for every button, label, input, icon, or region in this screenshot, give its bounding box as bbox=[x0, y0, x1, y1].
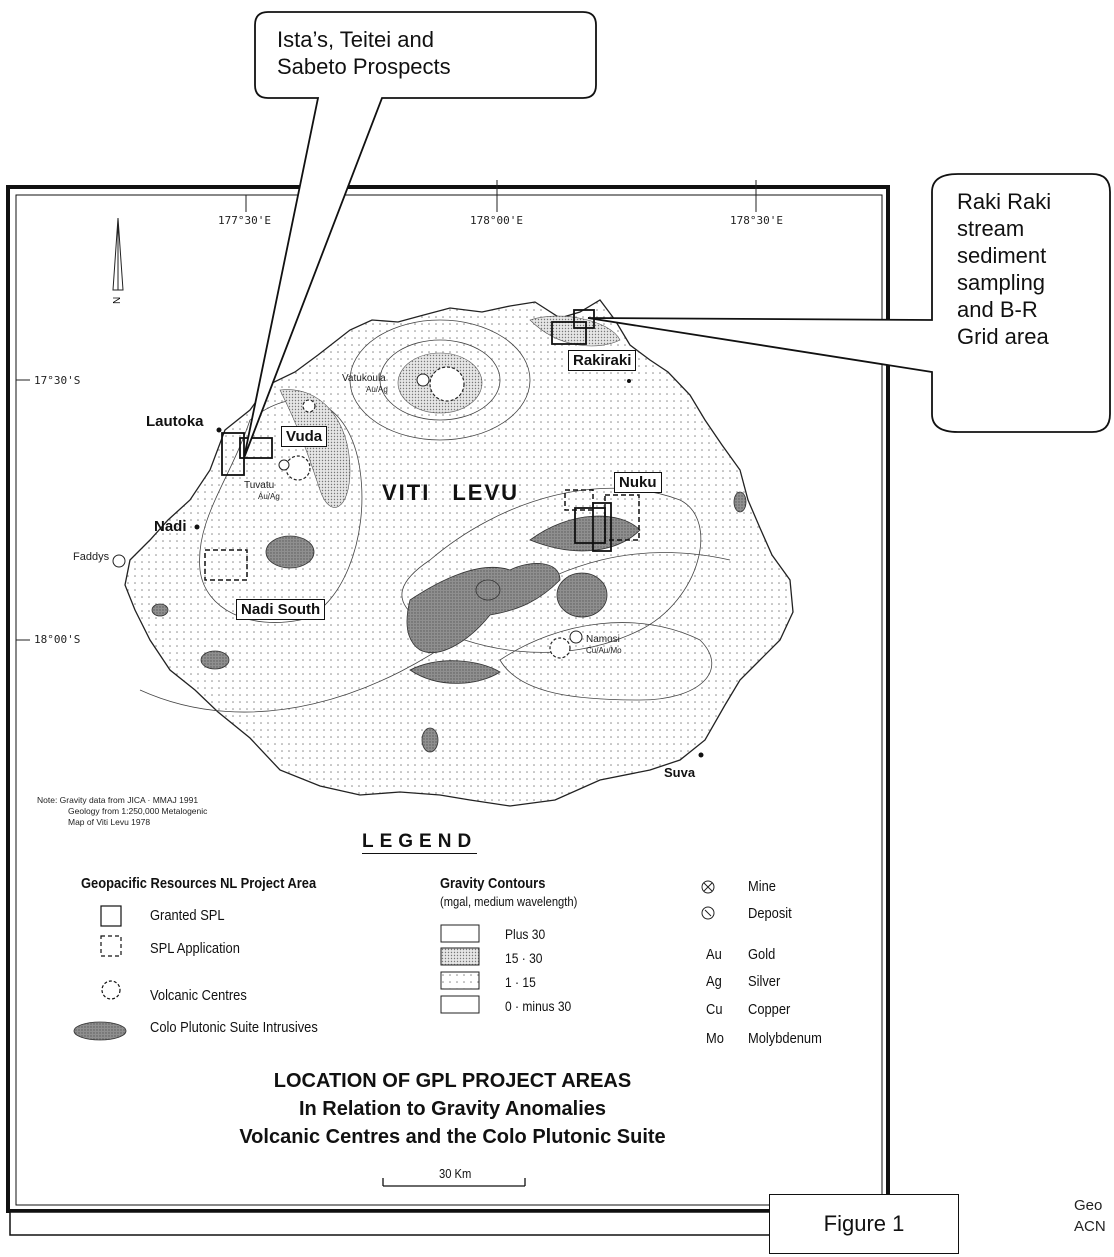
gravity-15-30-zones bbox=[279, 315, 621, 508]
legend-heading: LEGEND bbox=[362, 831, 478, 854]
scale-label: 30 Km bbox=[439, 1166, 472, 1181]
callout-rakiraki-line: sediment bbox=[957, 243, 1047, 268]
footer-text: Geo ACN bbox=[1074, 1197, 1106, 1235]
svg-text:N: N bbox=[112, 297, 123, 304]
latitude-label-2: 18°00'S bbox=[34, 633, 81, 646]
legend-element-au-name: Gold bbox=[748, 946, 776, 963]
callout-rakiraki-line: Raki Raki bbox=[957, 189, 1052, 214]
callout-rakiraki-line: stream bbox=[957, 216, 1025, 241]
legend-volcanic-centres: Volcanic Centres bbox=[150, 987, 247, 1004]
legend-plutonic-intrusives: Colo Plutonic Suite Intrusives bbox=[150, 1019, 318, 1036]
legend-element-mo-sym: Mo bbox=[706, 1030, 724, 1047]
town-suva: Suva bbox=[664, 765, 696, 780]
legend-project-swatches bbox=[73, 905, 127, 1041]
legend-gravity-subtitle: (mgal, medium wavelength) bbox=[440, 894, 578, 909]
callout-rakiraki-text: Raki Raki stream sediment sampling and B… bbox=[957, 188, 1051, 350]
legend-spl-application: SPL Application bbox=[150, 940, 240, 957]
legend-gravity-title: Gravity Contours bbox=[440, 875, 546, 892]
project-label-vuda: Vuda bbox=[281, 426, 328, 447]
callout-rakiraki-line: Grid area bbox=[957, 324, 1049, 349]
town-lautoka: Lautoka bbox=[146, 413, 204, 430]
legend-gravity-1-15: 1 · 15 bbox=[505, 974, 536, 990]
legend-granted-spl: Granted SPL bbox=[150, 907, 225, 924]
legend-element-ag-sym: Ag bbox=[706, 973, 722, 990]
legend-element-au-sym: Au bbox=[706, 946, 722, 963]
plutonic-intrusives bbox=[151, 491, 747, 753]
deposit-faddys: Faddys bbox=[73, 551, 110, 563]
deposit-vatukoula: Vatukoula Au/Ag bbox=[342, 373, 388, 394]
volcanic-centres bbox=[285, 366, 571, 659]
callout-rakiraki-bubble bbox=[587, 173, 1111, 433]
deposit-namosi: Namosi Cu/Au/Mo bbox=[586, 634, 622, 655]
legend-element-cu-sym: Cu bbox=[706, 1001, 723, 1018]
town-nadi: Nadi bbox=[154, 518, 187, 535]
figure-title: LOCATION OF GPL PROJECT AREAS In Relatio… bbox=[100, 1067, 805, 1151]
callout-rakiraki-line: and B-R bbox=[957, 297, 1038, 322]
north-arrow: N bbox=[112, 217, 124, 304]
longitude-ticks bbox=[245, 180, 757, 212]
latitude-label-1: 17°30'S bbox=[34, 374, 81, 387]
mine-deposit-symbols bbox=[112, 373, 583, 644]
project-label-nadi-south: Nadi South bbox=[236, 599, 326, 620]
callout-rakiraki-line: sampling bbox=[957, 270, 1046, 295]
bottom-bar bbox=[9, 1211, 779, 1236]
callout-ista-bubble bbox=[243, 11, 597, 459]
legend-project-title: Geopacific Resources NL Project Area bbox=[81, 875, 317, 892]
legend-deposit: Deposit bbox=[748, 905, 792, 922]
figure-title-line3: Volcanic Centres and the Colo Plutonic S… bbox=[239, 1126, 666, 1148]
callout-ista-line1: Ista’s, Teitei and bbox=[277, 27, 434, 52]
data-source-note: Note: Gravity data from JICA · MMAJ 1991… bbox=[37, 795, 208, 827]
spl-application-areas bbox=[204, 489, 640, 581]
legend-mine: Mine bbox=[748, 878, 776, 895]
legend-gravity-15-30: 15 · 30 bbox=[505, 950, 543, 966]
legend-gravity-0-minus30: 0 · minus 30 bbox=[505, 998, 572, 1014]
legend-gravity-plus30: Plus 30 bbox=[505, 926, 546, 942]
callout-ista-line2: Sabeto Prospects bbox=[277, 54, 451, 79]
legend-element-mo-name: Molybdenum bbox=[748, 1030, 822, 1047]
legend-gravity-swatches bbox=[440, 924, 480, 1014]
longitude-label-1: 177°30'E bbox=[218, 214, 271, 227]
longitude-label-3: 178°30'E bbox=[730, 214, 783, 227]
deposit-tuvatu: Tuvatu Au/Ag bbox=[244, 480, 280, 501]
project-label-rakiraki: Rakiraki bbox=[568, 350, 637, 371]
figure-title-line2: In Relation to Gravity Anomalies bbox=[298, 1098, 607, 1120]
figure-title-line1: LOCATION OF GPL PROJECT AREAS bbox=[273, 1070, 632, 1092]
longitude-label-2: 178°00'E bbox=[470, 214, 523, 227]
callout-ista-text: Ista’s, Teitei and Sabeto Prospects bbox=[277, 26, 451, 80]
project-label-nuku: Nuku bbox=[614, 472, 662, 493]
map-frame-inner bbox=[15, 194, 883, 1206]
scale-bar bbox=[382, 1178, 526, 1187]
legend-element-ag-name: Silver bbox=[748, 973, 781, 990]
map-frame-outer bbox=[6, 185, 890, 1213]
legend-mine-deposit-symbols bbox=[701, 880, 715, 920]
figure-label: Figure 1 bbox=[769, 1194, 959, 1254]
legend-element-cu-name: Copper bbox=[748, 1001, 791, 1018]
town-dots bbox=[194, 379, 704, 758]
latitude-ticks bbox=[16, 379, 30, 641]
